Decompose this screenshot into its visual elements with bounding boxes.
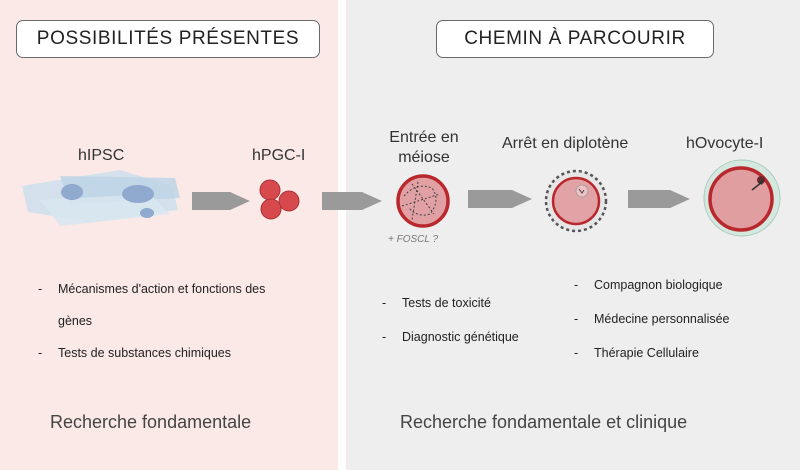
left-applications-list: Mécanismes d'action et fonctions des gèn… xyxy=(38,280,328,362)
present-possibilities-panel xyxy=(0,0,338,470)
path-to-follow-header: CHEMIN À PARCOURIR xyxy=(436,20,714,58)
stage-label-meiosis: Entrée en méiose xyxy=(372,128,476,168)
diplotene-cell xyxy=(544,169,608,233)
list-item: Tests de toxicité xyxy=(382,294,562,312)
arrow-hipsc-to-hpgc xyxy=(192,192,250,210)
arrow-hpgc-to-meiosis xyxy=(322,192,382,210)
meiosis-cell xyxy=(396,174,450,228)
foscl-note: + FOSCL ? xyxy=(388,234,439,245)
stage-label-hpgc: hPGC-I xyxy=(252,147,306,164)
stage-label-meiosis-line2: méiose xyxy=(398,149,450,166)
list-item: Tests de substances chimiques xyxy=(38,344,328,362)
oocyte-cell xyxy=(703,159,781,237)
list-item-text: gènes xyxy=(58,314,93,328)
list-item: Médecine personnalisée xyxy=(574,310,794,328)
footer-right: Recherche fondamentale et clinique xyxy=(400,412,688,432)
middle-applications-list: Tests de toxicité Diagnostic génétique xyxy=(382,294,562,346)
right-applications-list: Compagnon biologique Médecine personnali… xyxy=(574,276,794,362)
list-item: Diagnostic génétique xyxy=(382,328,562,346)
stage-label-oocyte: hOvocyte-I xyxy=(686,135,764,152)
arrow-meiosis-to-diplotene xyxy=(468,190,532,208)
present-possibilities-header: POSSIBILITÉS PRÉSENTES xyxy=(16,20,320,58)
list-item: Mécanismes d'action et fonctions des xyxy=(38,280,328,298)
list-item: Thérapie Cellulaire xyxy=(574,344,794,362)
path-to-follow-panel xyxy=(346,0,800,470)
list-item: Compagnon biologique xyxy=(574,276,794,294)
list-item-continuation: gènes xyxy=(38,312,328,330)
stage-label-meiosis-line1: Entrée en xyxy=(389,129,459,146)
hpgc-cell-cluster xyxy=(259,179,300,220)
footer-left: Recherche fondamentale xyxy=(50,412,252,432)
arrow-diplotene-to-oocyte xyxy=(628,190,690,208)
hipsc-cell-layer xyxy=(22,170,180,226)
stage-label-diplotene: Arrêt en diplotène xyxy=(502,135,629,152)
stage-label-hipsc: hIPSC xyxy=(78,147,125,164)
